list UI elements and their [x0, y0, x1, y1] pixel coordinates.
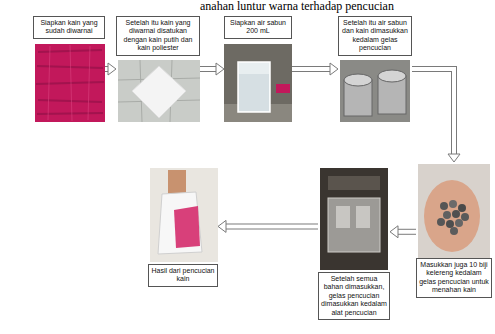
arrow-head	[216, 63, 224, 75]
flow-arrow	[105, 63, 116, 75]
flow-arrow	[390, 226, 416, 238]
arrow-body	[412, 69, 454, 154]
soap-water-photo	[224, 44, 292, 122]
step-caption: Setelah itu kain yang diwarnai disatukan…	[116, 16, 200, 56]
process-step: Setelah itu air sabun dan kain dimasukka…	[338, 16, 412, 122]
arrow-body	[226, 224, 318, 228]
step-caption: Setelah semua bahan dimasukkan, gelas pe…	[318, 272, 390, 320]
arrow-head	[330, 63, 338, 75]
step-caption: Siapkan air sabun 200 mL	[224, 16, 292, 39]
arrow-head	[108, 63, 116, 75]
process-step: Setelah semua bahan dimasukkan, gelas pe…	[318, 166, 390, 320]
arrow-body	[292, 67, 330, 71]
marbles-photo	[418, 164, 490, 258]
arrow-outline	[226, 223, 318, 229]
heading-fragment: anahan luntur warna terhadap pencucian	[200, 0, 394, 13]
flow-arrow	[200, 63, 224, 75]
process-step: Masukkan juga 10 biji kelereng kedalam g…	[416, 162, 492, 298]
step-caption: Hasil dari pencucian kain	[148, 264, 218, 287]
process-step: Siapkan air sabun 200 mL	[224, 16, 292, 122]
arrow-outline	[200, 66, 216, 72]
arrow-body	[200, 67, 216, 71]
flow-arrow	[218, 220, 318, 232]
arrow-outline	[292, 66, 330, 72]
step-caption: Masukkan juga 10 biji kelereng kedalam g…	[416, 258, 492, 298]
arrow-head	[390, 226, 398, 238]
white-fabric-photo	[118, 60, 200, 122]
flow-arrow	[412, 69, 460, 162]
flow-arrow	[292, 63, 338, 75]
step-caption: Setelah itu air sabun dan kain dimasukka…	[338, 16, 412, 56]
step-caption: Siapkan kain yang sudah diwarnai	[33, 16, 105, 39]
washing-machine-photo	[320, 168, 388, 270]
dyed-fabric-photo	[35, 44, 105, 122]
arrow-outline	[412, 69, 454, 154]
process-step: Setelah itu kain yang diwarnai disatukan…	[116, 16, 200, 122]
process-step: Hasil dari pencucian kain	[148, 166, 218, 287]
arrow-outline	[398, 229, 416, 235]
process-step: Siapkan kain yang sudah diwarnai	[33, 16, 105, 122]
washing-cups-photo	[340, 60, 410, 122]
arrow-head	[218, 220, 226, 232]
arrow-body	[398, 230, 416, 234]
washed-fabric-photo	[150, 168, 218, 262]
arrow-head	[448, 154, 460, 162]
